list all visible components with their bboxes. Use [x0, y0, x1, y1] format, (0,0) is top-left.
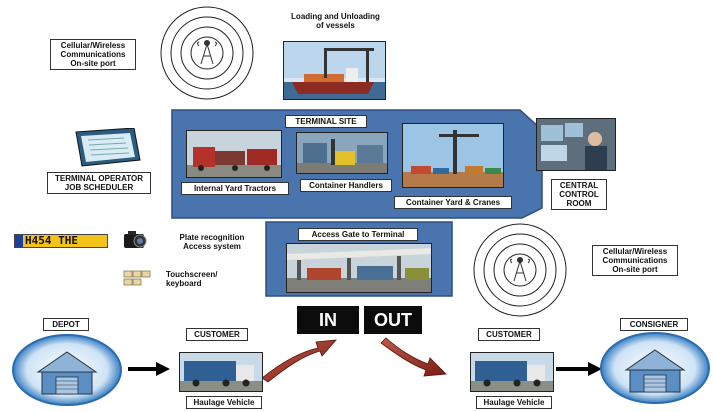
consigner-building-icon	[600, 332, 710, 404]
loading-unloading-label: Loading and Unloading of vessels	[291, 12, 380, 30]
number-plate: H454 THE	[14, 234, 108, 248]
central-control-label: CENTRAL CONTROL ROOM	[551, 179, 607, 210]
red-arrow-out	[380, 337, 447, 377]
out-sign: OUT	[364, 306, 422, 334]
haulage-vehicle-label-left: Haulage Vehicle	[186, 396, 262, 409]
plate-number: H454 THE	[25, 234, 78, 247]
control-room-image	[536, 118, 616, 171]
yard-tractors-image	[186, 130, 282, 178]
plate-recognition-label: Plate recognition Access system	[179, 233, 245, 251]
internal-yard-tractors-label: Internal Yard Tractors	[181, 182, 289, 195]
haulage-vehicle-label-right: Haulage Vehicle	[476, 396, 552, 409]
depot-building-icon	[12, 334, 122, 406]
customer-label-right: CUSTOMER	[478, 328, 540, 341]
radio-tower-icon	[197, 40, 217, 65]
radio-rings-right	[473, 223, 567, 317]
container-handlers-image	[296, 132, 388, 174]
radio-tower-icon	[510, 257, 530, 282]
plate-eu-strip	[15, 235, 23, 247]
vessel-loading-image	[283, 41, 386, 100]
container-yard-label: Container Yard & Cranes	[394, 196, 512, 209]
access-gate-label: Access Gate to Terminal	[298, 228, 418, 241]
depot-label: DEPOT	[43, 318, 89, 331]
access-gate-image	[286, 243, 432, 293]
in-sign: IN	[297, 306, 359, 334]
red-arrow-in	[261, 339, 337, 383]
consigner-label: CONSIGNER	[620, 318, 688, 331]
black-arrow-right	[556, 362, 602, 376]
camera-icon	[120, 230, 152, 252]
haulage-truck-left-image	[179, 352, 263, 392]
terminal-site-label: TERMINAL SITE	[285, 115, 367, 128]
container-handlers-label: Container Handlers	[300, 179, 392, 192]
cellular-label-top: Cellular/Wireless Communications On-site…	[50, 39, 136, 70]
radio-rings-top	[160, 6, 254, 100]
touchscreen-label: Touchscreen/ keyboard	[166, 270, 218, 288]
terminal-operator-label: TERMINAL OPERATOR JOB SCHEDULER	[47, 172, 151, 194]
haulage-truck-right-image	[470, 352, 554, 392]
cellular-label-right: Cellular/Wireless Communications On-site…	[592, 245, 678, 276]
customer-label-left: CUSTOMER	[186, 328, 248, 341]
black-arrow-left	[128, 362, 170, 376]
keyboard-icon	[122, 269, 152, 289]
container-yard-image	[402, 123, 504, 188]
monitor-icon	[72, 127, 144, 170]
